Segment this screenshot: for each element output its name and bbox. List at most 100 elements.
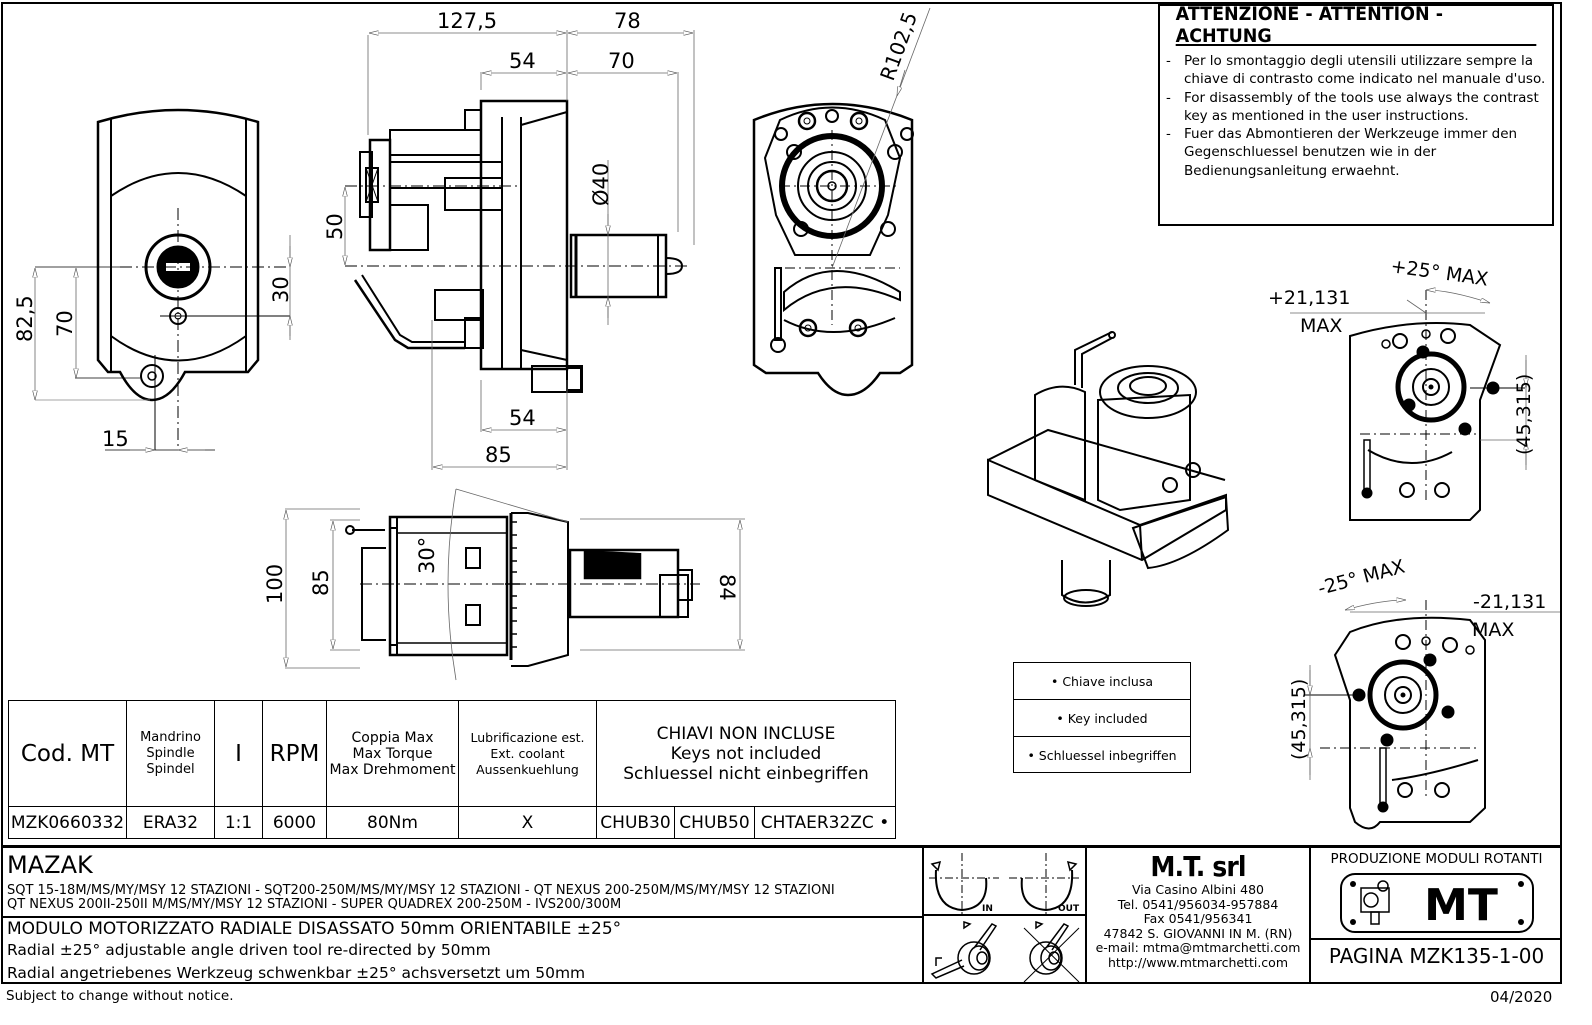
company-website[interactable]: http://www.mtmarchetti.com	[1108, 954, 1288, 970]
rotation-direction-panel: IN OUT	[924, 848, 1085, 916]
warning-item-de: - Fuer das Abmontieren der Werkzeuge imm…	[1166, 125, 1546, 180]
header-torque: Coppia Max Max Torque Max Drehmoment	[326, 700, 459, 807]
dim-angle-plus-25: +25° MAX	[1389, 255, 1489, 290]
header-torque-de: Max Drehmoment	[329, 761, 456, 778]
side-view	[345, 30, 695, 470]
warning-box: ATTENZIONE - ATTENTION - ACHTUNG - Per l…	[1158, 3, 1554, 226]
header-keys-de: Schluessel nicht einbegriffen	[623, 763, 869, 784]
production-block: PRODUZIONE MODULI ROTANTI MT PAGINA MZK1…	[1311, 848, 1562, 984]
mt-logo: MT	[1340, 873, 1534, 933]
value-torque: 80Nm	[326, 806, 459, 839]
description-it: MODULO MOTORIZZATO RADIALE DISASSATO 50m…	[7, 919, 622, 939]
warning-dash: -	[1166, 89, 1171, 106]
dim-70-top: 70	[608, 49, 635, 73]
dim-70: 70	[53, 310, 77, 337]
dim-dia-40: Ø40	[589, 163, 613, 206]
production-label: PRODUZIONE MODULI ROTANTI	[1330, 851, 1543, 867]
spec-table: Cod. MT Mandrino Spindle Spindel I RPM C…	[8, 700, 896, 839]
header-keys: CHIAVI NON INCLUSE Keys not included Sch…	[596, 700, 896, 807]
dim-angle-minus-25: -25° MAX	[1316, 556, 1408, 600]
header-torque-en: Max Torque	[352, 745, 433, 762]
key-legend-it: • Chiave inclusa	[1014, 663, 1190, 700]
dim-offset-plus-max: MAX	[1300, 315, 1342, 337]
rotation-out-arc-icon	[1020, 869, 1074, 912]
mt-logo-panel: MT	[1311, 868, 1562, 940]
spec-value-row: MZK0660332 ERA32 1:1 6000 80Nm X CHUB30 …	[8, 806, 896, 839]
change-notice: Subject to change without notice.	[6, 988, 234, 1004]
key-included-legend: • Chiave inclusa • Key included • Schlue…	[1013, 662, 1191, 773]
rotation-out-label: OUT	[1058, 904, 1080, 914]
page-number: PAGINA MZK135-1-00	[1328, 944, 1545, 968]
header-coolant-it: Lubrificazione est.	[470, 729, 585, 745]
value-coolant: X	[458, 806, 597, 839]
dim-offset-minus-max: MAX	[1472, 619, 1514, 641]
key-legend-en: • Key included	[1014, 700, 1190, 737]
dim-78: 78	[614, 9, 641, 33]
dim-r-102-5: R102,5	[875, 9, 922, 84]
key-legend-de: • Schluessel inbegriffen	[1027, 748, 1177, 763]
header-keys-en: Keys not included	[670, 743, 822, 764]
rotated-minus-25-dimensions: -25° MAX -21,131 MAX (45,315)	[1288, 556, 1546, 760]
header-rpm: RPM	[262, 700, 327, 807]
dim-15: 15	[102, 427, 129, 451]
header-coolant-de: Aussenkuehlung	[476, 761, 579, 777]
dim-offset-plus: +21,131	[1268, 287, 1350, 309]
front-view-dimensions: 82,5 70 30 15	[13, 276, 293, 451]
drawing-frame	[1, 2, 1562, 984]
header-torque-it: Coppia Max	[351, 729, 434, 746]
dim-30: 30	[269, 276, 293, 303]
rotation-arrows: IN OUT	[929, 853, 1080, 914]
value-key-3: CHTAER32ZC •	[754, 806, 896, 839]
wrench-incorrect-usage-icon	[1023, 920, 1080, 983]
header-code: Cod. MT	[8, 700, 127, 807]
title-block: MAZAK SQT 15-18M/MS/MY/MSY 12 STAZIONI -…	[1, 845, 1562, 984]
company-email[interactable]: e-mail: mtma@mtmarchetti.com	[1095, 940, 1301, 955]
company-address: Via Casino Albini 480	[1132, 882, 1264, 897]
dim-angle-30: 30°	[415, 537, 439, 574]
dim-82-5: 82,5	[13, 295, 37, 342]
warning-title: ATTENZIONE - ATTENTION - ACHTUNG	[1175, 3, 1537, 47]
dim-54-top: 54	[509, 49, 536, 73]
dim-127-5: 127,5	[437, 9, 497, 33]
warning-text-de: Fuer das Abmontieren der Werkzeuge immer…	[1184, 126, 1518, 179]
value-spindle: ERA32	[126, 806, 215, 839]
key-usage-icons	[930, 920, 1080, 983]
description-en: Radial ±25° adjustable angle driven tool…	[7, 941, 491, 959]
end-view	[752, 7, 931, 397]
header-spindle-en: Spindle	[146, 745, 195, 761]
revision-date: 04/2020	[1490, 988, 1553, 1006]
dim-50: 50	[323, 213, 347, 240]
warning-text-en: For disassembly of the tools use always …	[1184, 89, 1539, 124]
rotated-minus-25-view	[1305, 600, 1560, 830]
header-coolant-en: Ext. coolant	[490, 745, 565, 761]
header-spindle-it: Mandrino	[140, 729, 201, 745]
rotation-in-label: IN	[982, 904, 993, 914]
dim-84: 84	[715, 574, 739, 601]
dim-100: 100	[263, 564, 287, 604]
top-view-dimensions: 100 85 84 30°	[263, 537, 739, 604]
value-key-2: CHUB50	[674, 806, 755, 839]
header-ratio: I	[214, 700, 263, 807]
machine-models-line-2: QT NEXUS 200II-250II M/MS/MY/MSY 12 STAZ…	[7, 897, 622, 912]
top-view	[285, 488, 745, 681]
product-description: MODULO MOTORIZZATO RADIALE DISASSATO 50m…	[1, 916, 922, 982]
dim-85: 85	[485, 443, 512, 467]
company-tel: Tel. 0541/956034-957884	[1117, 896, 1279, 912]
title-block-description: MAZAK SQT 15-18M/MS/MY/MSY 12 STAZIONI -…	[1, 848, 924, 984]
machine-models: SQT 15-18M/MS/MY/MSY 12 STAZIONI - SQT20…	[7, 884, 835, 912]
header-coolant: Lubrificazione est. Ext. coolant Aussenk…	[458, 700, 597, 807]
rotated-plus-25-dimensions: +25° MAX +21,131 MAX (45,315)	[1268, 255, 1535, 455]
machine-models-line-1: SQT 15-18M/MS/MY/MSY 12 STAZIONI - SQT20…	[7, 883, 835, 898]
value-ratio: 1:1	[214, 806, 263, 839]
company-name: M.T. srl	[1150, 850, 1246, 883]
value-rpm: 6000	[262, 806, 327, 839]
warning-item-en: - For disassembly of the tools use alway…	[1166, 89, 1546, 126]
isometric-view	[987, 331, 1230, 607]
value-code: MZK0660332	[8, 806, 127, 839]
tool-module-icon	[1360, 880, 1390, 925]
company-info: M.T. srl Via Casino Albini 480 Tel. 0541…	[1087, 848, 1311, 984]
dim-height-minus: (45,315)	[1288, 679, 1310, 760]
rotated-plus-25-view	[1290, 290, 1526, 521]
rotation-icons: IN OUT	[924, 848, 1087, 984]
